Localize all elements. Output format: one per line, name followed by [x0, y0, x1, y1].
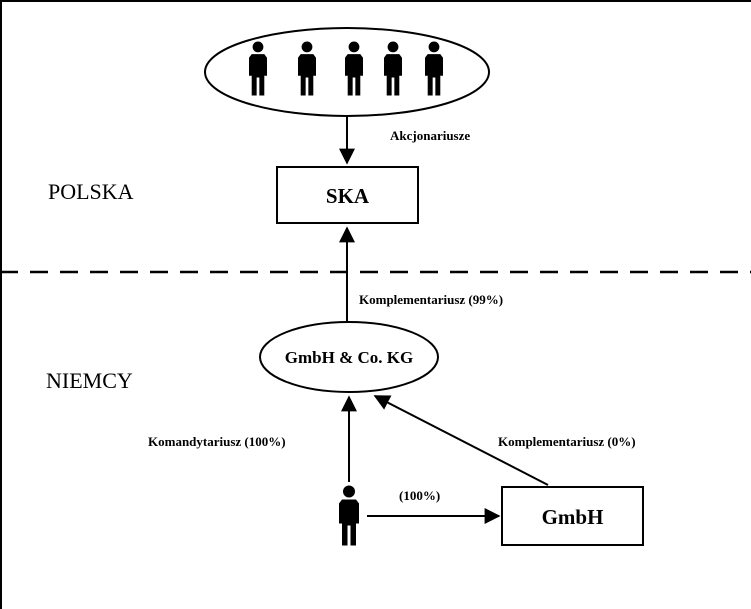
kg-label: GmbH & Co. KG: [285, 348, 413, 367]
ska-box: [276, 166, 419, 224]
kg-ellipse: [259, 321, 439, 393]
edge-label-gmbh-to-kg: Komplementariusz (0%): [498, 434, 636, 449]
gmbh-label: GmbH: [542, 505, 604, 529]
edge-label-shareholders: Akcjonariusze: [390, 128, 470, 143]
arrow-gmbh-to-kg: [373, 395, 549, 486]
edge-label-kg-to-ska: Komplementariusz (99%): [359, 292, 503, 307]
ska-label: SKA: [326, 184, 370, 208]
edge-label-person-to-gmbh: (100%): [399, 488, 440, 503]
region-label-poland: POLSKA: [48, 179, 134, 204]
gmbh-box: [501, 486, 644, 546]
edge-label-person-to-kg: Komandytariusz (100%): [148, 434, 286, 449]
person-icon: [339, 485, 359, 546]
region-label-germany: NIEMCY: [46, 368, 133, 393]
